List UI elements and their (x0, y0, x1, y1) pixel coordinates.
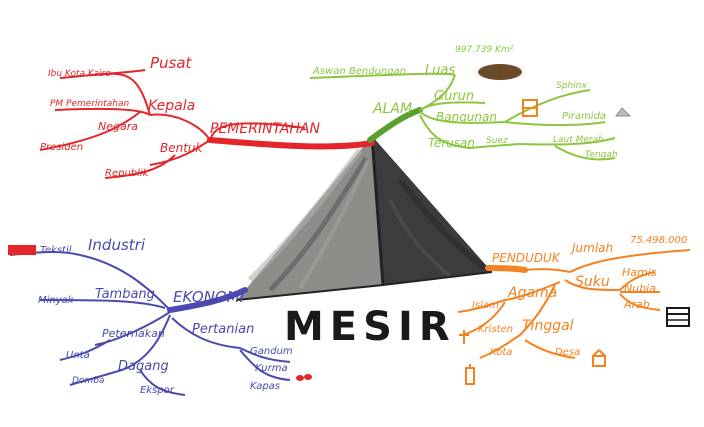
branch-ekonomi (9, 250, 291, 396)
node-suez: Suez (486, 136, 508, 146)
building-sketch (522, 99, 538, 117)
node-industri: Industri (88, 236, 146, 254)
node-unta: Unta (66, 350, 90, 361)
node-gurun: Gurun (434, 89, 474, 104)
desert-sketch (478, 64, 522, 80)
node-bangunan: Bangunan (436, 110, 497, 124)
branch-pemerintahan (39, 69, 375, 179)
node-ekspor: Ekspor (140, 385, 175, 396)
node-kota: Kota (490, 347, 512, 358)
node-dagang: Dagang (118, 359, 169, 374)
node-islam: Islam (472, 300, 499, 311)
node-suku: Suku (575, 274, 610, 290)
cross-icon (459, 330, 469, 344)
node-luas: Luas (425, 63, 455, 78)
node-laut-merah: Laut Merah (553, 135, 604, 145)
node-jumlah: Jumlah (570, 241, 613, 255)
node-ibu-kota: Ibu Kota Kairo (48, 69, 111, 79)
node-domba: Domba (72, 376, 104, 386)
node-desa: Desa (555, 347, 580, 358)
node-penduduk: PENDUDUK (492, 251, 561, 265)
node-tengah: Tengah (585, 150, 618, 160)
node-pm: PM Pemerintahan (50, 99, 129, 109)
kaaba-icon (666, 307, 690, 327)
node-terusan: Terusan (428, 136, 475, 150)
flag-sketch (8, 245, 36, 255)
dates-sketch (296, 374, 312, 381)
village-icon (592, 349, 606, 367)
node-aswan: Aswan Bendungan (312, 66, 406, 77)
node-negara: Negara (98, 120, 138, 133)
node-agama: Agama (507, 285, 557, 301)
node-tekstil: Tekstil (40, 245, 72, 256)
branch-alam (309, 72, 616, 161)
node-bentuk: Bentuk (160, 141, 204, 155)
small-pyramid-sketch (615, 107, 632, 117)
node-tambang: Tambang (95, 287, 155, 302)
node-hamis: Hamis (622, 266, 657, 279)
node-alam: ALAM (372, 101, 412, 117)
node-piramida: Piramida (562, 111, 606, 122)
node-ekonomi: EKONOMI (173, 288, 245, 306)
node-pusat: Pusat (150, 54, 193, 72)
node-kristen: Kristen (478, 324, 513, 335)
node-kapas: Kapas (250, 381, 280, 392)
node-minyak: Minyak (38, 295, 75, 306)
node-nubia: Nubia (624, 282, 656, 295)
node-tinggal: Tinggal (522, 318, 574, 334)
node-pertanian: Pertanian (192, 322, 254, 337)
node-presiden: Presiden (40, 142, 83, 153)
node-republik: Republik (105, 168, 150, 179)
node-pemerintahan: PEMERINTAHAN (210, 121, 320, 137)
node-arab: Arab (623, 298, 650, 311)
node-jumlah-value: 75.498.000 (630, 235, 687, 246)
node-sphinx: Sphinx (556, 81, 587, 91)
pyramid-illustration (236, 135, 493, 301)
central-topic-label: MESIR (284, 304, 456, 350)
node-kurma: Kurma (255, 363, 288, 374)
node-gandum: Gandum (250, 346, 293, 357)
node-kepala: Kepala (148, 98, 195, 114)
node-luas-value: 997.739 Km² (455, 45, 514, 55)
branch-penduduk (457, 249, 691, 359)
city-building-icon (465, 364, 475, 385)
node-peternakan: Peternakan (102, 327, 165, 340)
